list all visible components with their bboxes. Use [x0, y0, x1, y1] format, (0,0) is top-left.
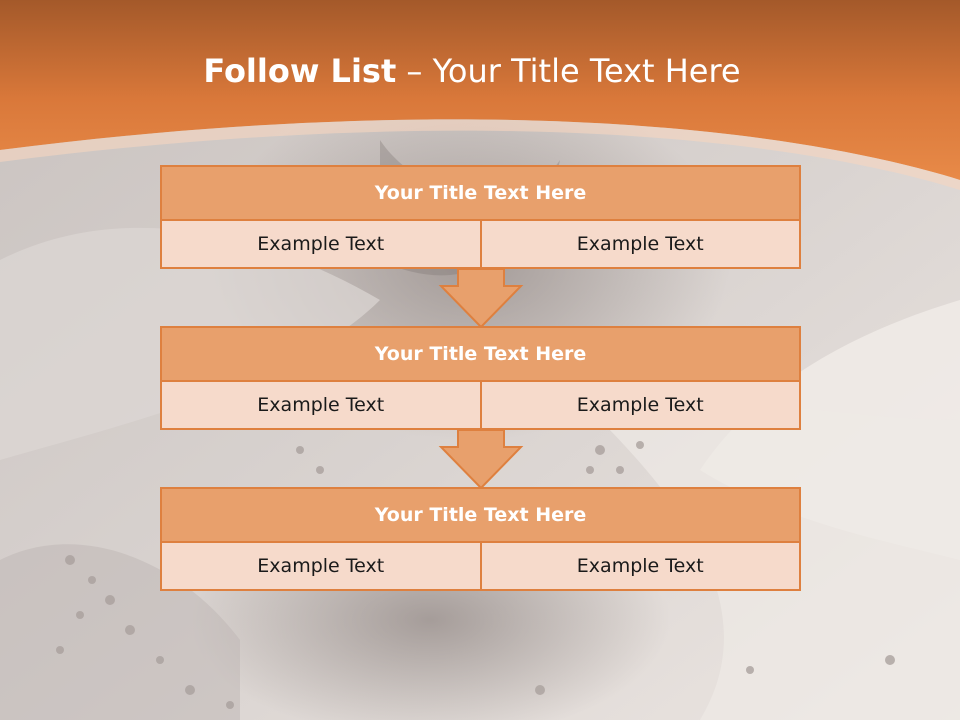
down-arrow-icon: [438, 429, 524, 489]
block-cell-right: Example Text: [479, 219, 801, 269]
title-rest: – Your Title Text Here: [396, 52, 741, 90]
slide-title: Follow List – Your Title Text Here: [0, 52, 944, 90]
block-cell-left: Example Text: [160, 380, 482, 430]
list-block: Your Title Text Here Example Text Exampl…: [160, 326, 801, 430]
block-cell-left: Example Text: [160, 219, 482, 269]
block-title: Your Title Text Here: [160, 487, 801, 543]
block-row: Example Text Example Text: [160, 380, 801, 430]
list-block: Your Title Text Here Example Text Exampl…: [160, 487, 801, 591]
block-title: Your Title Text Here: [160, 165, 801, 221]
title-bold: Follow List: [203, 52, 397, 90]
block-title: Your Title Text Here: [160, 326, 801, 382]
block-cell-right: Example Text: [479, 380, 801, 430]
header-band: [0, 0, 960, 190]
block-cell-left: Example Text: [160, 541, 482, 591]
list-block: Your Title Text Here Example Text Exampl…: [160, 165, 801, 269]
block-row: Example Text Example Text: [160, 219, 801, 269]
block-cell-right: Example Text: [479, 541, 801, 591]
block-row: Example Text Example Text: [160, 541, 801, 591]
down-arrow-icon: [438, 268, 524, 328]
